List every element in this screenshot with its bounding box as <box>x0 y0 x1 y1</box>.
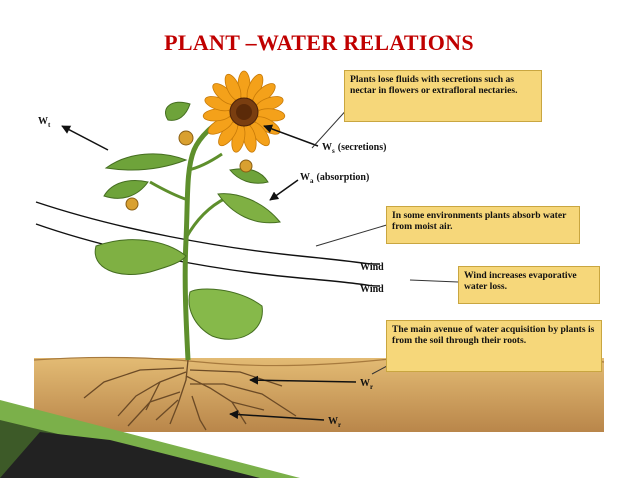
wr-label-upper: Wr <box>360 378 373 391</box>
wt-arrow <box>61 125 109 151</box>
wind-line-upper <box>35 201 381 265</box>
ws-label: Ws(secretions) <box>322 142 386 155</box>
plant-stem <box>182 115 228 361</box>
note-wind: Wind increases evaporative water loss. <box>458 266 600 304</box>
wr-arrow-upper <box>249 375 357 385</box>
wind-label-lower: Wind <box>360 284 384 295</box>
wr-arrow-lower <box>229 410 325 421</box>
note-moist-air: In some environments plants absorb water… <box>386 206 580 244</box>
corner-decoration <box>0 400 300 478</box>
wr-label-lower: Wr <box>328 416 341 429</box>
wind-label-upper: Wind <box>360 262 384 273</box>
slide-title: PLANT –WATER RELATIONS <box>164 30 474 55</box>
roots <box>83 359 297 431</box>
leaves <box>94 101 281 340</box>
wind-line-lower <box>35 223 381 287</box>
sunflower <box>202 70 286 153</box>
ws-arrow <box>263 124 319 147</box>
wa-arrow <box>269 179 299 201</box>
wt-label: Wt <box>38 116 51 129</box>
note-soil: The main avenue of water acquisition by … <box>386 320 602 372</box>
wa-label: Wa(absorption) <box>300 172 369 185</box>
note-secretions: Plants lose fluids with secretions such … <box>344 70 542 122</box>
